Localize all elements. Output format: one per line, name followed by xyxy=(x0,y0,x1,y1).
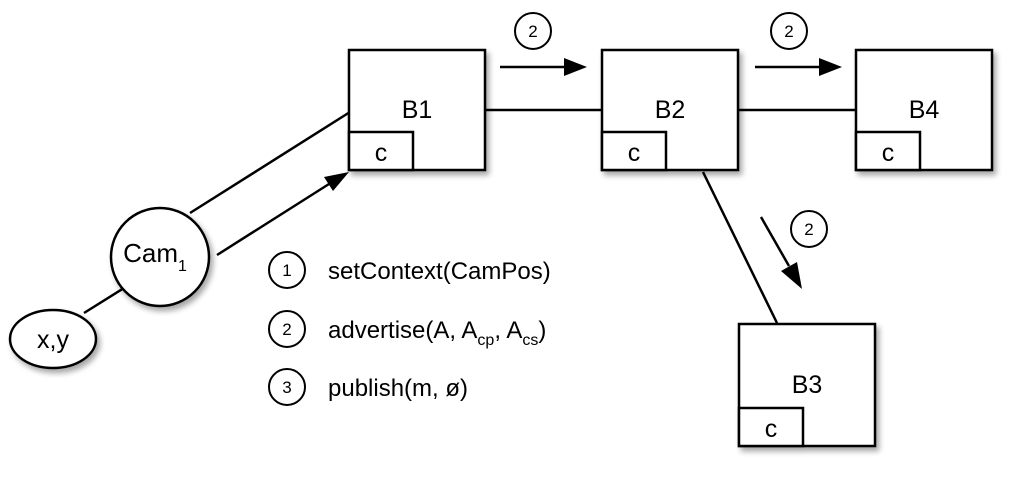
broker-label: B4 xyxy=(909,96,940,124)
context-box xyxy=(737,406,805,448)
camera-label: Cam xyxy=(123,238,178,268)
context-label: c xyxy=(628,139,641,167)
svg-text:Cam1: Cam1 xyxy=(123,238,187,275)
legend: 1 setContext(CamPos) 2 advertise(A, Acp,… xyxy=(268,251,551,406)
context-label: c xyxy=(882,139,895,167)
svg-text:3: 3 xyxy=(282,378,291,397)
broker-label: B1 xyxy=(402,96,433,124)
broker-label: B2 xyxy=(655,96,686,124)
legend-item-2: 2 advertise(A, Acp, Acs) xyxy=(268,310,546,349)
svg-text:advertise(A, Acp, Acs): advertise(A, Acp, Acs) xyxy=(328,317,546,349)
context-label: c xyxy=(375,139,388,167)
svg-text:setContext(CamPos): setContext(CamPos) xyxy=(328,258,551,285)
camera-node: Cam1 xyxy=(109,206,211,308)
edge-b2-b3 xyxy=(701,171,779,324)
step-badge-b2-b3: 2 xyxy=(790,210,828,248)
legend-item-3: 3 publish(m, ø) xyxy=(268,368,468,406)
arrow-b2-to-b3 xyxy=(759,216,802,289)
position-label: x,y xyxy=(37,326,69,354)
edge-camera-b1 xyxy=(189,110,351,215)
step-badge-b1-b2: 2 xyxy=(514,12,552,50)
context-box xyxy=(347,130,415,172)
arrow-b1-to-b2 xyxy=(500,58,587,76)
step-badge-b2-b4: 2 xyxy=(770,12,808,50)
context-box xyxy=(600,130,668,172)
legend-item-1: 1 setContext(CamPos) xyxy=(268,251,551,289)
context-box xyxy=(854,130,922,172)
broker-b3: B3 c xyxy=(737,322,877,448)
broker-b2: B2 c xyxy=(600,48,740,172)
svg-text:2: 2 xyxy=(282,320,291,339)
broker-b1: B1 c xyxy=(347,48,487,172)
svg-text:2: 2 xyxy=(784,22,793,41)
svg-text:2: 2 xyxy=(528,22,537,41)
broker-b4: B4 c xyxy=(854,48,994,172)
arrow-b2-to-b4 xyxy=(755,58,842,76)
context-label: c xyxy=(765,415,778,443)
svg-text:publish(m, ø): publish(m, ø) xyxy=(328,375,468,402)
position-node: x,y xyxy=(8,308,98,370)
arrow-camera-to-b1 xyxy=(216,172,349,257)
camera-subscript: 1 xyxy=(178,258,187,275)
broker-label: B3 xyxy=(792,371,823,399)
svg-text:1: 1 xyxy=(282,261,291,280)
svg-text:2: 2 xyxy=(804,220,813,239)
